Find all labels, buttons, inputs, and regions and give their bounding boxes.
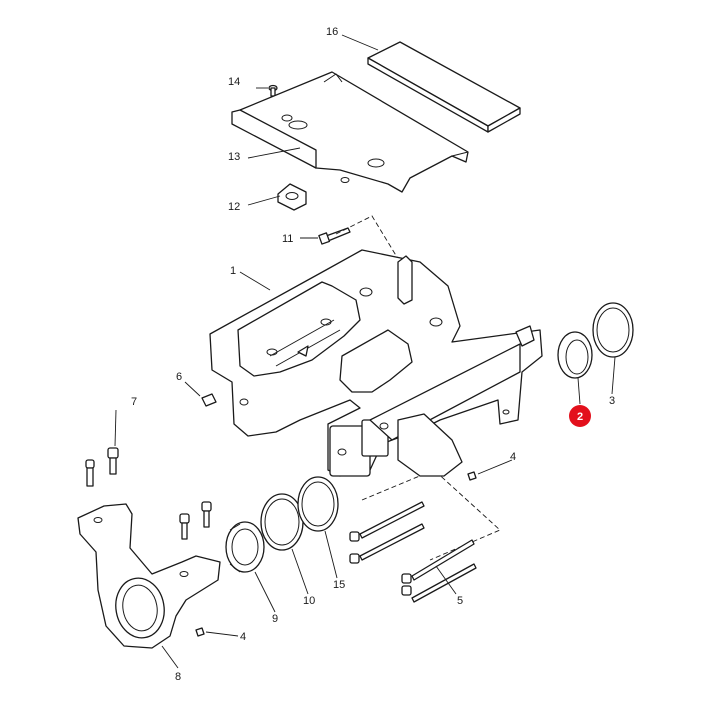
callout-2: 2: [577, 411, 583, 423]
part-7-bolts: [85, 447, 212, 540]
highlight-marker: [569, 405, 591, 427]
part-6-pin: [201, 393, 217, 407]
callout-14: 14: [228, 76, 240, 88]
callout-4-lower: 4: [240, 631, 246, 643]
callout-2-highlight[interactable]: 2: [569, 405, 591, 427]
part-1-housing: [209, 249, 543, 477]
callout-3: 3: [609, 395, 615, 407]
callout-4-upper: 4: [510, 451, 516, 463]
part-12-gasket: [277, 183, 307, 211]
leader-lines: [114, 34, 616, 669]
callout-15: 15: [333, 579, 345, 591]
part-2-ring: [557, 331, 593, 379]
callout-7: 7: [131, 396, 137, 408]
callout-1: 1: [230, 265, 236, 277]
part-8-bracket: [77, 503, 221, 649]
callout-9: 9: [272, 613, 278, 625]
part-9-ring: [225, 521, 265, 573]
callout-11: 11: [282, 233, 293, 245]
part-11-bolt: [318, 227, 351, 245]
part-5-bolts: [349, 501, 477, 603]
callout-16: 16: [326, 26, 338, 38]
assembly-lines: [335, 215, 501, 561]
part-13-cover: [231, 71, 469, 193]
part-10-ring: [260, 493, 304, 551]
callout-13: 13: [228, 151, 240, 163]
callout-labels: 16 14 13 12 11 1 6 7 8 4 9 10 15 5 4 3: [131, 26, 615, 683]
part-4-nuts: [195, 471, 477, 637]
callout-6: 6: [176, 371, 182, 383]
part-14-screw: [268, 84, 278, 97]
part-3-ring: [592, 302, 634, 358]
callout-10: 10: [303, 595, 315, 607]
callout-8: 8: [175, 671, 181, 683]
callout-12: 12: [228, 201, 240, 213]
part-15-ring: [297, 476, 339, 532]
callout-5: 5: [457, 595, 463, 607]
part-16-plate: [367, 41, 521, 133]
